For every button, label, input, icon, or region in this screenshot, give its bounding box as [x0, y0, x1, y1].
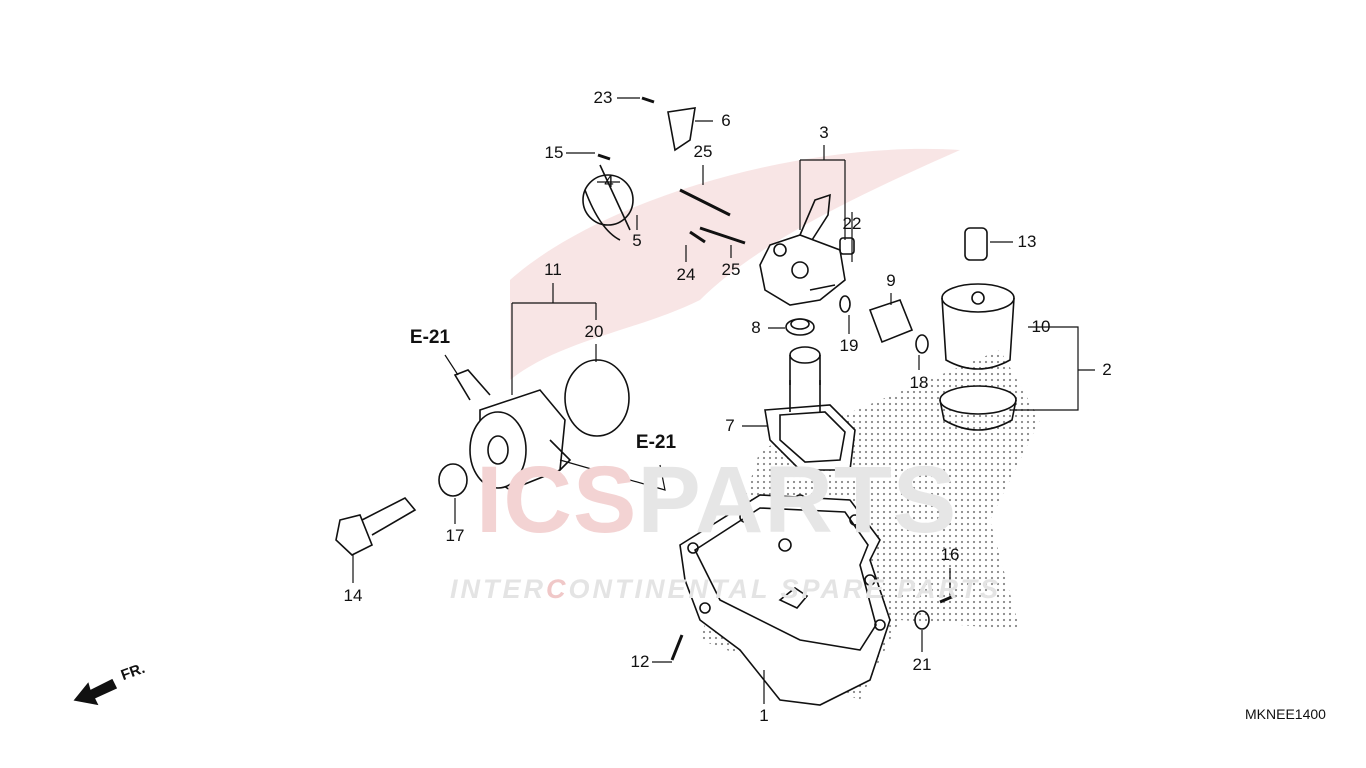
- oil-strainer[interactable]: [764, 346, 856, 471]
- callout-9[interactable]: 9: [886, 271, 896, 290]
- bolt-14[interactable]: [335, 496, 417, 556]
- oil-cooler[interactable]: [453, 369, 572, 491]
- callout-11[interactable]: 11: [544, 260, 562, 279]
- callout-3[interactable]: 3: [819, 123, 829, 142]
- wm-c: ONTINENTAL SPARE PARTS: [568, 574, 1002, 604]
- callout-10[interactable]: 10: [1031, 317, 1051, 336]
- seal[interactable]: [785, 318, 815, 336]
- callout-17[interactable]: 17: [445, 526, 465, 545]
- callout-21[interactable]: 21: [912, 655, 932, 674]
- relief-valve[interactable]: [839, 295, 929, 354]
- callout-2[interactable]: 2: [1102, 360, 1112, 379]
- o-ring-20[interactable]: [564, 359, 630, 437]
- sprocket[interactable]: [582, 174, 634, 226]
- watermark-logo: ICSPARTS: [476, 453, 957, 548]
- callout-20[interactable]: 20: [584, 322, 604, 341]
- callout-1[interactable]: 1: [759, 706, 769, 725]
- callout-5[interactable]: 5: [632, 231, 642, 250]
- callout-23[interactable]: 23: [593, 88, 613, 107]
- watermark-grey: PARTS: [637, 447, 958, 553]
- callout-18[interactable]: 18: [909, 373, 929, 392]
- callout-13[interactable]: 13: [1017, 232, 1037, 251]
- watermark-tagline: INTERCONTINENTAL SPARE PARTS: [450, 574, 1001, 605]
- callout-6[interactable]: 6: [721, 111, 731, 130]
- callout-22[interactable]: 22: [842, 214, 862, 233]
- callout-25a[interactable]: 25: [693, 142, 713, 161]
- watermark-red: ICS: [476, 447, 638, 553]
- callout-14[interactable]: 14: [343, 586, 363, 605]
- callout-8[interactable]: 8: [751, 318, 761, 337]
- front-arrow-icon: [73, 678, 118, 706]
- wm-a: INTER: [450, 574, 546, 604]
- washer-17[interactable]: [438, 463, 468, 497]
- callout-4[interactable]: 4: [604, 172, 614, 191]
- wm-b: C: [546, 574, 569, 604]
- callout-12[interactable]: 12: [630, 652, 650, 671]
- washer-21[interactable]: [914, 610, 930, 630]
- callout-7[interactable]: 7: [725, 416, 735, 435]
- reference-e21-b[interactable]: E-21: [635, 432, 677, 453]
- callout-15[interactable]: 15: [544, 143, 564, 162]
- diagram-code: MKNEE1400: [1245, 706, 1326, 722]
- callout-16[interactable]: 16: [940, 545, 960, 564]
- callout-19[interactable]: 19: [839, 336, 859, 355]
- oil-pan[interactable]: [679, 494, 891, 706]
- filter-bolt[interactable]: [964, 227, 988, 261]
- callout-25b[interactable]: 25: [721, 260, 741, 279]
- oil-filter[interactable]: [939, 283, 1017, 431]
- reference-e21-a[interactable]: E-21: [409, 327, 451, 348]
- oil-pump[interactable]: [759, 193, 855, 306]
- plate[interactable]: [667, 107, 696, 152]
- callout-24[interactable]: 24: [676, 265, 696, 284]
